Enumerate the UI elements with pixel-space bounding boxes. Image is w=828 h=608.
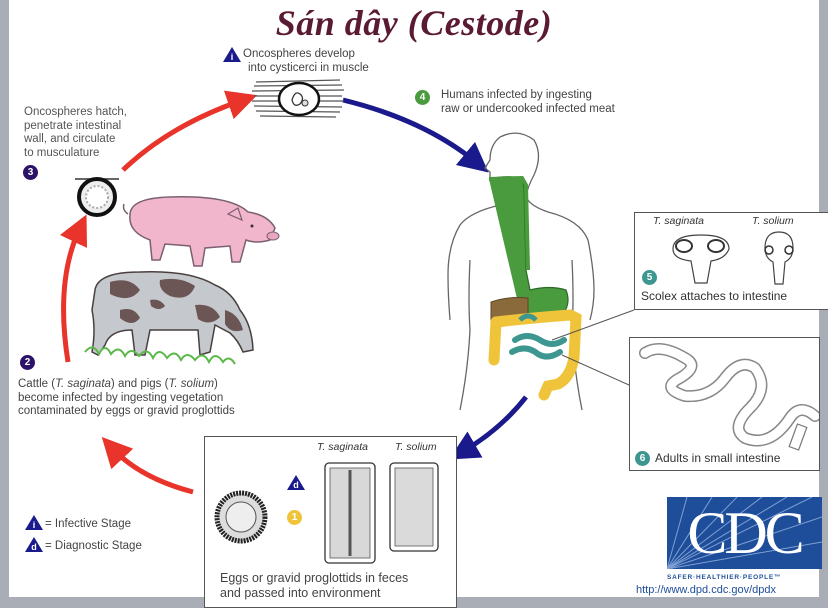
stage-5-badge: 5	[642, 270, 657, 285]
egg-and-proglottid-illustration	[214, 462, 439, 564]
stage-2-text: Cattle (T. saginata) and pigs (T. solium…	[18, 378, 235, 417]
cdc-logo-text: CDC	[687, 500, 804, 566]
source-url[interactable]: http://www.dpd.cdc.gov/dpdx	[636, 584, 777, 596]
adult-tapeworm-illustration	[639, 343, 819, 451]
legend-infective-label: = Infective Stage	[45, 518, 131, 530]
stage-1-box: T. saginata T. solium d 1 Eggs or gravid…	[204, 436, 457, 608]
pointer-line-6	[561, 354, 630, 386]
svg-text:d: d	[31, 542, 37, 552]
stage-4-text: Humans infected by ingesting raw or unde…	[441, 89, 615, 115]
stage-3-badge: 3	[23, 165, 38, 180]
cdc-tagline: SAFER·HEALTHIER·PEOPLE™	[667, 574, 782, 581]
stage-4-badge: 4	[415, 90, 430, 105]
stage-5-box: T. saginata T. solium 5 Scolex attaches …	[634, 212, 828, 310]
arrow-muscle-to-human	[342, 97, 489, 173]
stage-2-badge: 2	[20, 355, 35, 370]
digestive-tract-illustration	[488, 175, 582, 401]
svg-text:i: i	[231, 52, 234, 62]
muscle-cysticercus-illustration	[251, 79, 345, 118]
legend-diagnostic-icon: d	[25, 537, 43, 552]
diagnostic-stage-marker-icon: d	[287, 475, 305, 490]
stage-6-box: 6 Adults in small intestine	[629, 337, 820, 471]
muscle-stage-text: Oncospheres develop into cysticerci in m…	[243, 48, 369, 74]
arrow-3-to-muscle	[121, 90, 258, 172]
cdc-logo-rays	[667, 497, 822, 569]
stage-6-text: Adults in small intestine	[655, 451, 781, 465]
oncosphere-illustration	[75, 177, 119, 217]
arrow-2-to-3	[59, 214, 88, 363]
svg-text:i: i	[33, 520, 36, 530]
legend-diagnostic-label: = Diagnostic Stage	[45, 540, 142, 552]
page-title: Sán dây (Cestode)	[275, 3, 553, 43]
scolex-illustration	[672, 231, 794, 285]
svg-text:d: d	[293, 480, 299, 490]
infective-stage-marker-icon: i	[223, 47, 241, 62]
legend-infective-icon: i	[25, 515, 43, 530]
pig-illustration	[122, 196, 280, 267]
stage-1-badge: 1	[287, 510, 302, 525]
arrow-human-to-feces	[449, 395, 528, 460]
cattle-illustration	[84, 271, 254, 365]
pointer-line-5	[551, 309, 635, 341]
cdc-logo: CDC	[667, 497, 822, 569]
stage-3-text: Oncospheres hatch, penetrate intestinal …	[24, 106, 127, 159]
stage-6-badge: 6	[635, 451, 650, 466]
arrow-1-to-2	[101, 437, 194, 495]
stage-5-text: Scolex attaches to intestine	[641, 289, 788, 303]
